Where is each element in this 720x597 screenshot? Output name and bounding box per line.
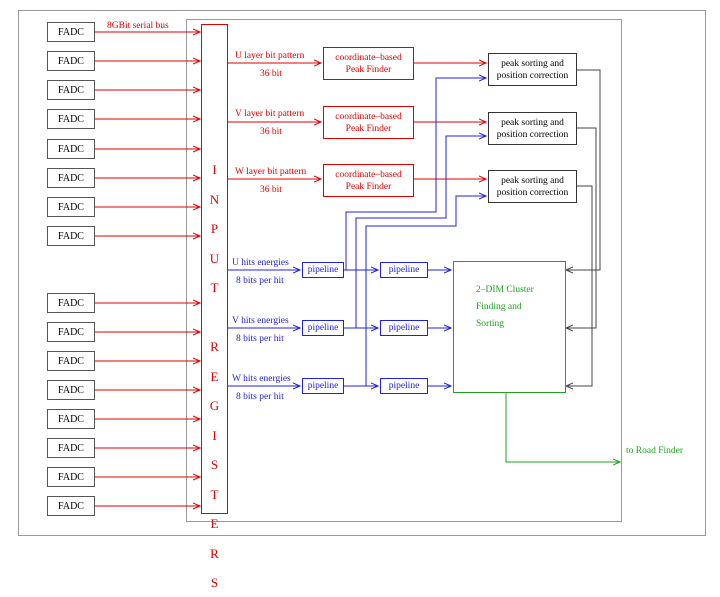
input-register-letter: E — [210, 516, 219, 531]
fadc-box: FADC — [47, 409, 95, 429]
fadc-box: FADC — [47, 139, 95, 159]
u-bits-label: 36 bit — [260, 69, 282, 79]
fadc-box: FADC — [47, 467, 95, 487]
v-bit-pattern-label: V layer bit pattern — [235, 109, 305, 119]
v-peak-sorting: peak sorting and position correction — [488, 112, 577, 145]
input-register-letter: R — [210, 545, 219, 561]
bit-pattern-lines — [228, 63, 486, 179]
peak-sort-line-2: position correction — [496, 187, 569, 198]
connections — [95, 0, 720, 540]
w-bits-label: 36 bit — [260, 185, 282, 195]
input-register-letter: R — [210, 339, 219, 354]
u-energies-label: U hits energies — [232, 258, 289, 268]
outer-frame — [18, 10, 706, 536]
u-energy-bits-label: 8 bits per hit — [236, 276, 284, 286]
energy-lines — [228, 78, 486, 386]
v-energies-label: V hits energies — [232, 316, 289, 326]
peak-sort-lines — [566, 69, 601, 386]
u-peak-sorting: peak sorting and position correction — [488, 53, 577, 86]
output-label: to Road Finder — [626, 446, 683, 456]
fadc-box: FADC — [47, 380, 95, 400]
w-peak-sorting: peak sorting and position correction — [488, 170, 577, 203]
fadc-box: FADC — [47, 226, 95, 246]
peak-sort-line-2: position correction — [496, 70, 569, 81]
fadc-box: FADC — [47, 293, 95, 313]
fadc-box: FADC — [47, 351, 95, 371]
fadc-box: FADC — [47, 322, 95, 342]
block-diagram: FADC FADC FADC FADC FADC FADC FADC FADC FADC FADC… — [18, 0, 720, 590]
w-energies-label: W hits energies — [232, 374, 291, 384]
input-register-letter: P — [210, 221, 219, 236]
v-peak-finder: coordinate–based Peak Finder — [323, 106, 414, 139]
w-pipeline-1: pipeline — [302, 378, 344, 394]
v-pipeline-2: pipeline — [380, 320, 428, 336]
input-register-letter: S — [210, 575, 219, 590]
peak-sort-line-1: peak sorting and — [501, 58, 564, 69]
input-register-letter: I — [212, 427, 217, 443]
fadc-box: FADC — [47, 51, 95, 71]
finder-line-1: coordinate–based — [335, 111, 402, 122]
input-register-letter: G — [209, 398, 220, 413]
fadc-box: FADC — [47, 22, 95, 42]
cluster-finder: 2–DIM Cluster Finding and Sorting — [453, 261, 566, 393]
u-bit-pattern-label: U layer bit pattern — [235, 51, 305, 61]
finder-line-1: coordinate–based — [335, 169, 402, 180]
input-register-letter: S — [210, 457, 219, 472]
output-line — [505, 393, 620, 462]
finder-line-2: Peak Finder — [345, 181, 392, 192]
fadc-box: FADC — [47, 197, 95, 217]
finder-line-1: coordinate–based — [335, 52, 402, 63]
w-bit-pattern-label: W layer bit pattern — [235, 167, 307, 177]
input-register-letter: T — [210, 486, 219, 502]
u-pipeline-1: pipeline — [302, 262, 344, 278]
cluster-line-1: 2–DIM Cluster — [476, 285, 534, 295]
v-energy-bits-label: 8 bits per hit — [236, 334, 284, 344]
fadc-box: FADC — [47, 109, 95, 129]
peak-sort-line-2: position correction — [496, 129, 569, 140]
w-peak-finder: coordinate–based Peak Finder — [323, 164, 414, 197]
v-bits-label: 36 bit — [260, 127, 282, 137]
input-register-letter: I — [212, 162, 217, 177]
board-frame — [186, 19, 622, 522]
cluster-line-3: Sorting — [476, 319, 504, 329]
w-pipeline-2: pipeline — [380, 378, 428, 394]
u-peak-finder: coordinate–based Peak Finder — [323, 47, 414, 80]
fadc-box: FADC — [47, 168, 95, 188]
fadc-box: FADC — [47, 496, 95, 516]
w-energy-bits-label: 8 bits per hit — [236, 392, 284, 402]
input-register-letter: U — [209, 250, 220, 266]
input-register-letter: N — [209, 191, 220, 207]
bus-label: 8GBit serial bus — [107, 21, 169, 31]
peak-sort-line-1: peak sorting and — [501, 175, 564, 186]
v-pipeline-1: pipeline — [302, 320, 344, 336]
peak-sort-line-1: peak sorting and — [501, 117, 564, 128]
finder-line-2: Peak Finder — [345, 123, 392, 134]
input-register-letter: T — [210, 280, 219, 295]
finder-line-2: Peak Finder — [345, 64, 392, 75]
cluster-line-2: Finding and — [476, 302, 522, 312]
u-pipeline-2: pipeline — [380, 262, 428, 278]
fadc-box: FADC — [47, 80, 95, 100]
fadc-box: FADC — [47, 438, 95, 458]
input-register-letter: E — [210, 368, 219, 384]
